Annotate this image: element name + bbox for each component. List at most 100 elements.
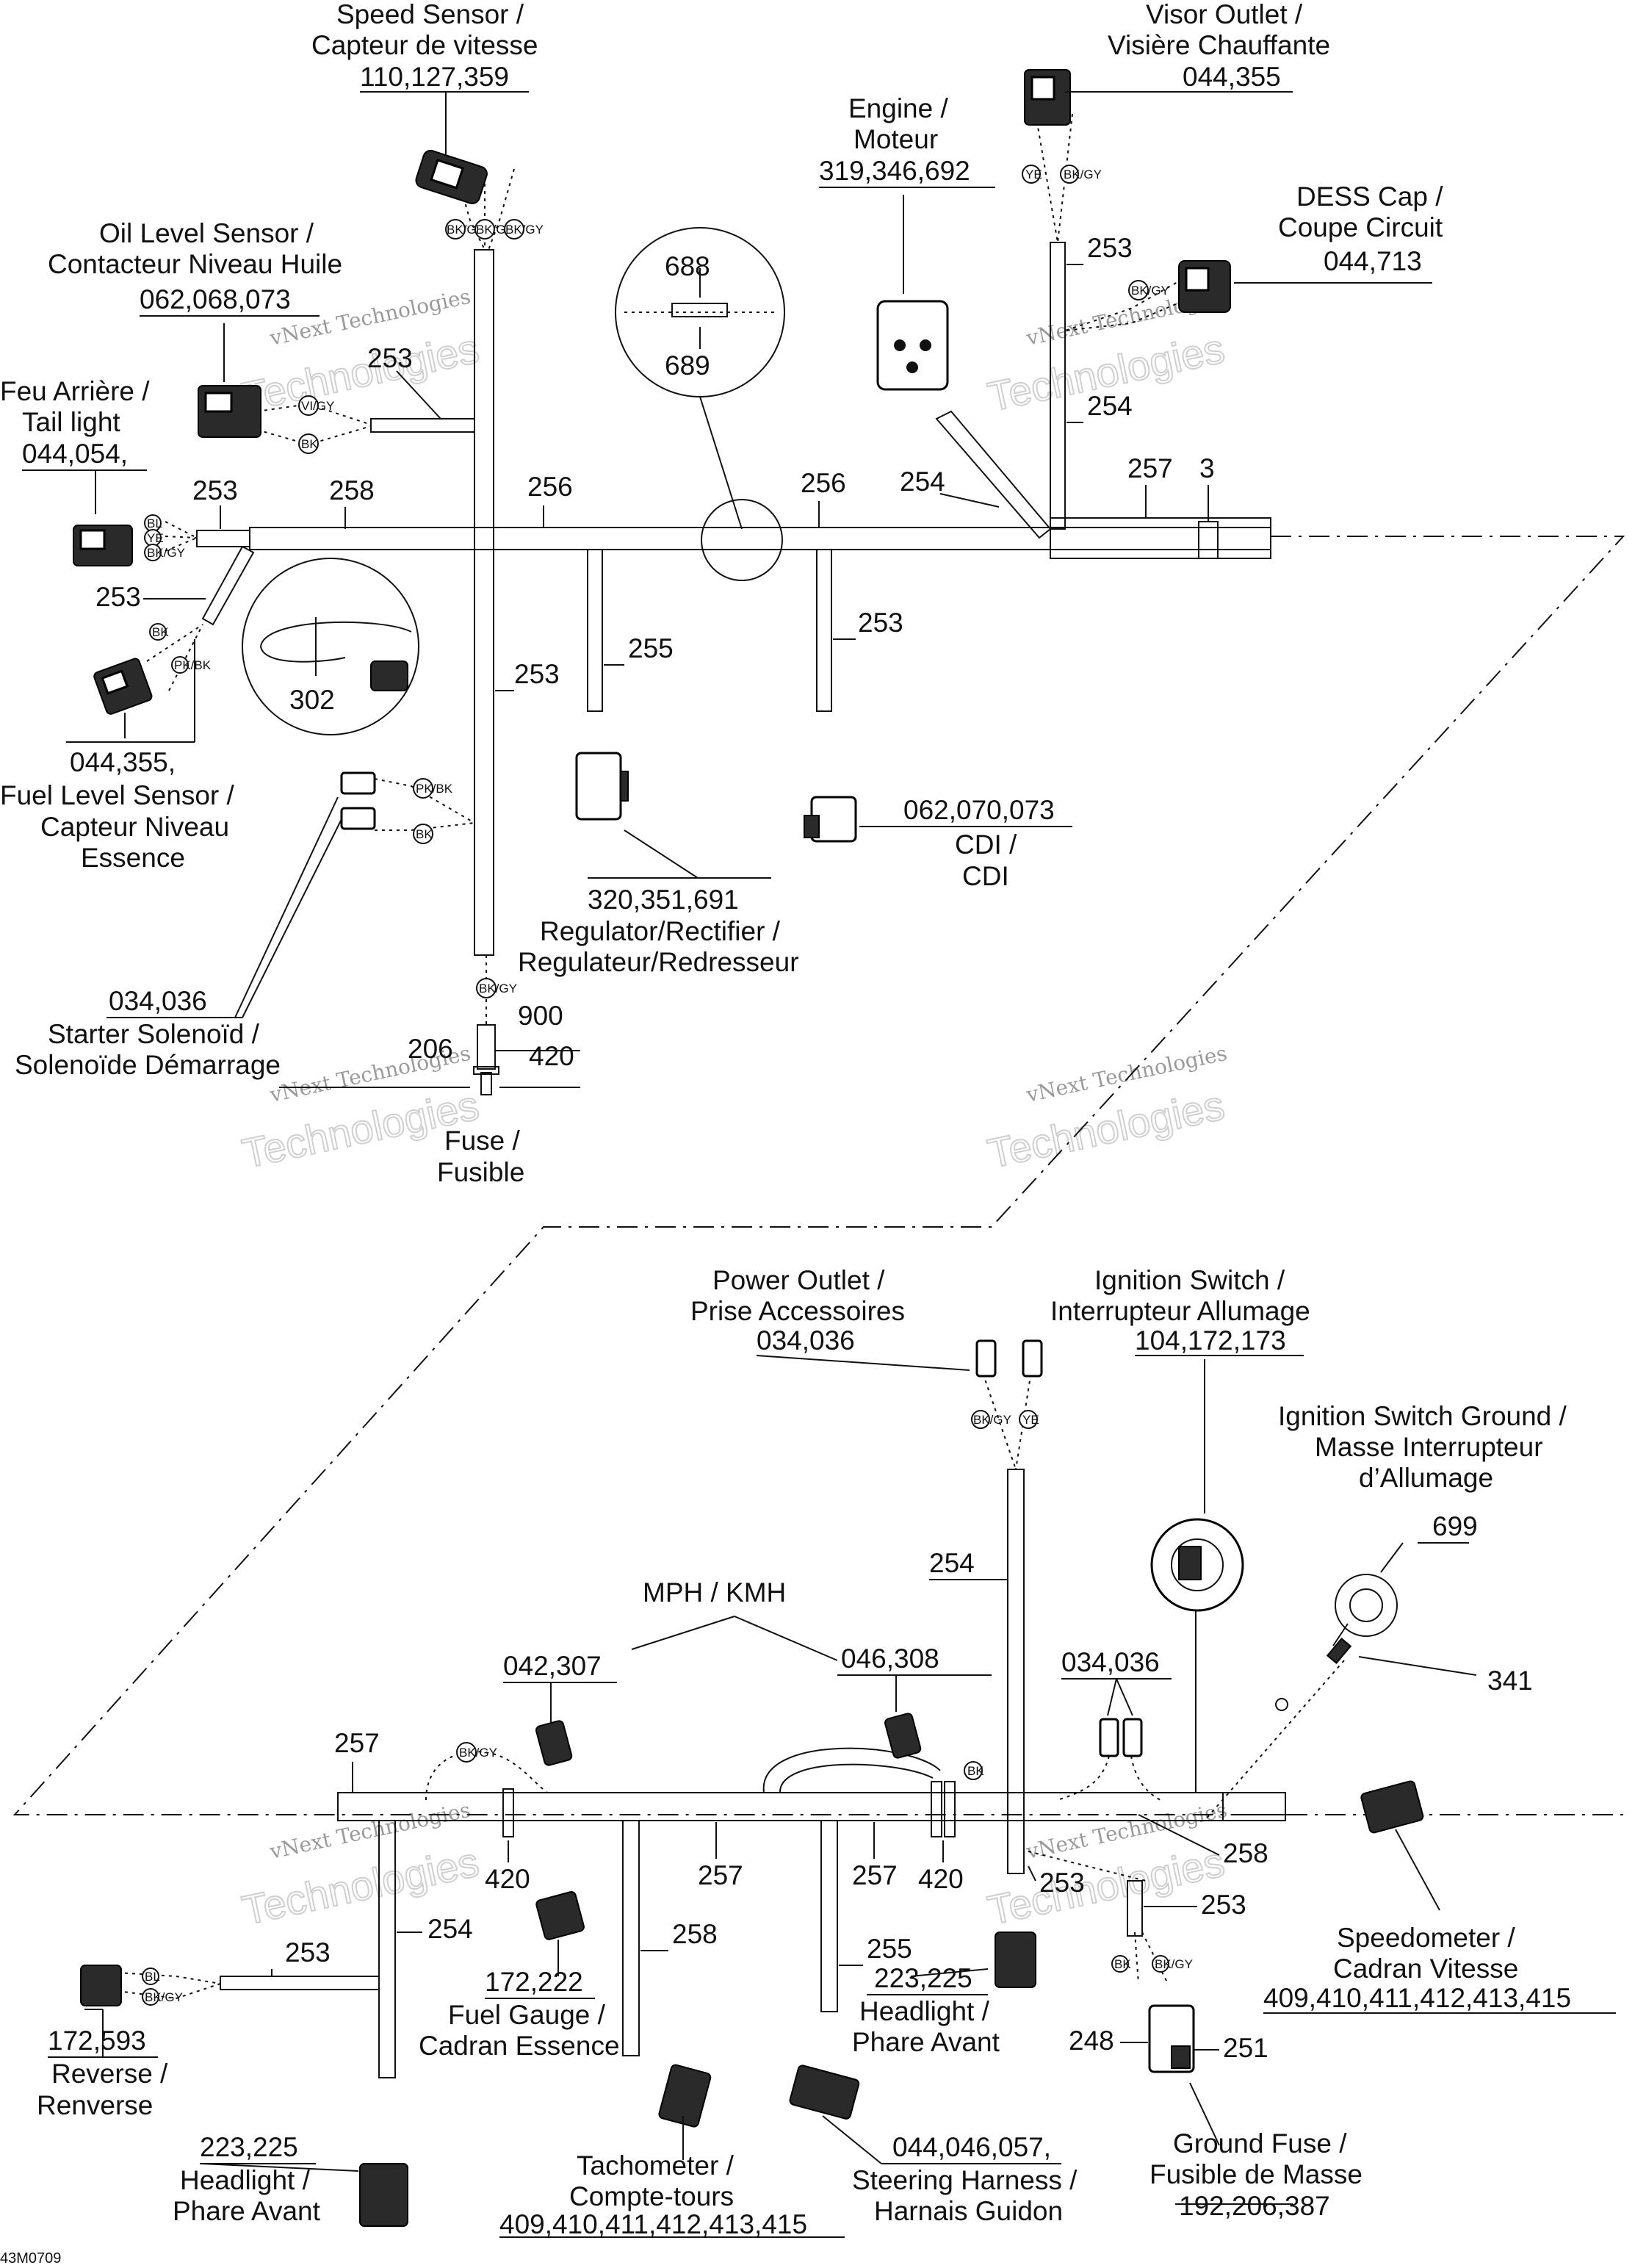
leaders-lower (48, 1355, 1616, 2238)
color-code: BK (416, 827, 433, 841)
headlight-left-refs: 223,225 (200, 2132, 298, 2162)
detail-688-label: 688 (665, 251, 710, 281)
wire-257-label: 257 (1127, 453, 1173, 483)
fuse-ref-420: 420 (529, 1041, 574, 1071)
fuel-level-name-fr2: Essence (81, 843, 185, 873)
color-code: BK/GY (459, 1746, 497, 1760)
connectors-upper (73, 69, 1231, 843)
speed-sensor-name-fr: Capteur de vitesse (311, 30, 538, 60)
wire-labels-lower: 257 420 257 257 420 254 253 258 253 254 … (271, 1548, 1268, 1976)
fuel-level-name: Fuel Level Sensor / (0, 780, 235, 810)
visor-outlet-refs: 044,355 (1183, 62, 1281, 92)
color-code: BK/GY (479, 982, 517, 996)
wire-3-label: 3 (1199, 453, 1215, 483)
mph-right-connector (884, 1713, 922, 1759)
wire-258-label: 258 (672, 1919, 718, 1949)
color-code: BL (147, 516, 162, 530)
wire-labels-upper: 253 253 258 256 256 254 257 3 253 254 25… (95, 233, 1215, 691)
ground-fuse-refs: 192,206,387 (1179, 2191, 1330, 2221)
color-code: BK/GY (505, 223, 544, 237)
tachometer-name: Tachometer / (577, 2150, 735, 2181)
color-code: BK/GY (1155, 1957, 1193, 1971)
wire-253-label: 253 (367, 343, 413, 373)
headlight-mid-connector (995, 1932, 1036, 1988)
fuse-name-fr: Fusible (437, 1157, 524, 1187)
fuel-gauge-name-fr: Cadran Essence (419, 2031, 620, 2061)
watermark-text: Technologies (983, 1081, 1228, 1177)
visor-outlet-name-fr: Visière Chauffante (1108, 30, 1330, 60)
reverse-name-fr: Renverse (37, 2090, 153, 2120)
tachometer-connector (658, 2064, 712, 2128)
speedometer-name-fr: Cadran Vitesse (1333, 1954, 1518, 1984)
headlight-mid-refs: 223,225 (874, 1963, 972, 1993)
tail-light-connector (73, 525, 133, 566)
wire-253-label: 253 (1087, 233, 1133, 263)
power-outlet-refs: 034,036 (757, 1325, 855, 1356)
headlight-mid-name-fr: Phare Avant (852, 2027, 1000, 2057)
reverse-refs: 172,593 (48, 2026, 146, 2056)
wire-257-label: 257 (334, 1728, 380, 1758)
wire-258-label: 258 (1223, 1838, 1268, 1868)
wire-420-label: 420 (485, 1864, 530, 1894)
detail-circle-302: 302 (242, 558, 419, 735)
detail-circle-688: 688 689 (615, 227, 785, 581)
tachometer-refs: 409,410,411,412,413,415 (499, 2209, 807, 2239)
wire-258-label: 258 (329, 475, 375, 505)
wire-253-label: 253 (1039, 1868, 1085, 1898)
dess-cap-refs: 044,713 (1324, 246, 1422, 276)
wire-253-label: 253 (858, 608, 903, 638)
color-code: BK (967, 1764, 984, 1778)
color-code: PK/BK (416, 782, 453, 796)
lower-harness (220, 1469, 1286, 2078)
fuel-gauge-refs: 172,222 (485, 1967, 583, 1997)
fuel-gauge-connector (535, 1891, 585, 1940)
steering-harness-connector (789, 2064, 860, 2120)
wire-256-label: 256 (527, 472, 573, 502)
wire-254-label: 254 (427, 1914, 473, 1944)
starter-solenoid-terminals (340, 771, 376, 830)
fuel-level-connector (93, 658, 153, 715)
wire-253-label: 253 (514, 659, 560, 689)
wire-255-label: 255 (867, 1934, 912, 1964)
mph-left-refs: 042,307 (503, 1651, 602, 1681)
connectors-lower (80, 1339, 1424, 2227)
color-code: YE (147, 531, 164, 545)
dess-cap-name-fr: Coupe Circuit (1278, 212, 1443, 242)
dess-cap-connector (1178, 260, 1231, 313)
color-code: BK/GY (145, 1990, 183, 2004)
labels-lower: Power Outlet / Prise Accessoires 034,036… (0, 1265, 1571, 2267)
color-bubbles-upper: BK/GY BK/GY BK/GY VI/GY BK BL YE BK/GY B… (144, 165, 1169, 998)
figure-code: 43M0709 (0, 2250, 61, 2267)
speed-sensor-refs: 110,127,359 (360, 62, 509, 92)
headlight-left-connector (359, 2163, 408, 2227)
ignition-ground-name-fr: Masse Interrupteur (1315, 1432, 1543, 1462)
color-code: BK/GY (1131, 284, 1169, 298)
regulator-connector (575, 752, 629, 821)
speed-sensor-name: Speed Sensor / (336, 0, 524, 29)
ground-fuse-ref-251: 251 (1223, 2033, 1268, 2063)
visor-outlet-name: Visor Outlet / (1146, 0, 1303, 29)
ground-fuse-name: Ground Fuse / (1173, 2128, 1347, 2159)
aux-034-refs: 034,036 (1061, 1647, 1160, 1677)
color-code: BK/GY (1064, 168, 1102, 181)
color-code: BL (145, 1970, 160, 1984)
cdi-refs: 062,070,073 (903, 795, 1055, 825)
engine-refs: 319,346,692 (819, 156, 970, 186)
ignition-ground-refs: 699 (1432, 1511, 1478, 1541)
upper-harness (196, 242, 1271, 1095)
mph-left-connector (535, 1720, 573, 1766)
ignition-switch-body (1150, 1518, 1244, 1612)
color-bubbles-lower: BK/GY BK/GY YE BK BL BK/GY BK BK/GY (142, 1410, 1288, 2006)
tail-light-name: Feu Arrière / (0, 376, 150, 406)
ignition-switch-name-fr: Interrupteur Allumage (1050, 1296, 1310, 1326)
regulator-name-fr: Regulateur/Redresseur (518, 947, 799, 977)
power-outlet-name-fr: Prise Accessoires (690, 1296, 905, 1326)
detail-302-label: 302 (289, 685, 335, 715)
wire-257-label: 257 (852, 1860, 898, 1890)
cdi-name-fr: CDI (962, 861, 1009, 891)
color-code: PK/BK (174, 658, 212, 672)
fuse-name: Fuse / (444, 1126, 521, 1156)
fuse-ref-900: 900 (518, 1001, 563, 1031)
tail-light-name-en: Tail light (22, 407, 120, 437)
